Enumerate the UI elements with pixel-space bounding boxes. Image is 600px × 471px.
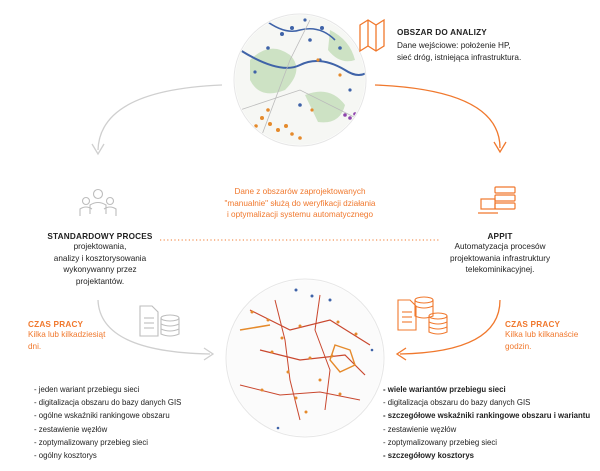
server-computer-icon bbox=[478, 186, 516, 214]
appit-block: APPIT Automatyzacja procesów projektowan… bbox=[440, 232, 560, 276]
input-area-map bbox=[233, 13, 367, 147]
list-item: ogólne wskaźniki rankingowe obszaru bbox=[34, 409, 181, 422]
arrow-appit-to-result-head bbox=[395, 347, 407, 361]
arrow-map-to-appit bbox=[374, 84, 501, 149]
list-item: ogólny kosztorys bbox=[34, 449, 181, 462]
list-item: szczegółowy kosztorys bbox=[383, 449, 590, 462]
arrow-standard-to-result bbox=[97, 299, 211, 355]
appit-description: Automatyzacja procesów projektowania inf… bbox=[449, 242, 551, 274]
list-item: zestawienie węzłów bbox=[34, 423, 181, 436]
appit-work-time: CZAS PRACY Kilka lub kilkanaście godzin. bbox=[505, 320, 579, 351]
input-area-description: Dane wejściowe: położenie HP, sieć dróg,… bbox=[397, 41, 522, 62]
list-item: digitalizacja obszaru do bazy danych GIS bbox=[383, 396, 590, 409]
list-item: szczegółowe wskaźniki rankingowe obszaru… bbox=[383, 409, 590, 422]
list-item: wiele wariantów przebiegu sieci bbox=[383, 383, 590, 396]
appit-title: APPIT bbox=[487, 232, 513, 241]
input-area-title: OBSZAR DO ANALIZY bbox=[397, 28, 487, 37]
standard-results-list: jeden wariant przebiegu sieci digitaliza… bbox=[34, 383, 182, 462]
standard-process-title: STANDARDOWY PROCES bbox=[47, 232, 153, 241]
result-area-map bbox=[225, 278, 385, 438]
list-item: zestawienie węzłów bbox=[383, 423, 590, 436]
arrow-appit-to-result bbox=[399, 299, 501, 355]
standard-process-block: STANDARDOWY PROCES projektowania, analiz… bbox=[40, 232, 160, 287]
list-item: jeden wariant przebiegu sieci bbox=[34, 383, 181, 396]
arrow-map-to-standard-head bbox=[91, 143, 105, 156]
document-database-icon bbox=[139, 305, 180, 337]
arrow-map-to-standard bbox=[97, 84, 223, 151]
people-icon bbox=[79, 188, 117, 216]
map-icon bbox=[359, 18, 385, 53]
appit-results-list: wiele wariantów przebiegu sieci digitali… bbox=[383, 383, 590, 462]
arrow-map-to-appit-head bbox=[493, 141, 507, 154]
standard-work-time: CZAS PRACY Kilka lub kilkadziesiąt dni. bbox=[28, 320, 106, 351]
standard-process-description: projektowania, analizy i kosztorysowania… bbox=[53, 242, 147, 286]
list-item: zoptymalizowany przebieg sieci bbox=[34, 436, 181, 449]
database-document-icon bbox=[397, 296, 448, 335]
list-item: zoptymalizowany przebieg sieci bbox=[383, 436, 590, 449]
list-item: digitalizacja obszaru do bazy danych GIS bbox=[34, 396, 182, 409]
center-note: Dane z obszarów zaprojektowanych "manual… bbox=[224, 187, 376, 219]
arrow-standard-to-result-head bbox=[203, 347, 215, 361]
